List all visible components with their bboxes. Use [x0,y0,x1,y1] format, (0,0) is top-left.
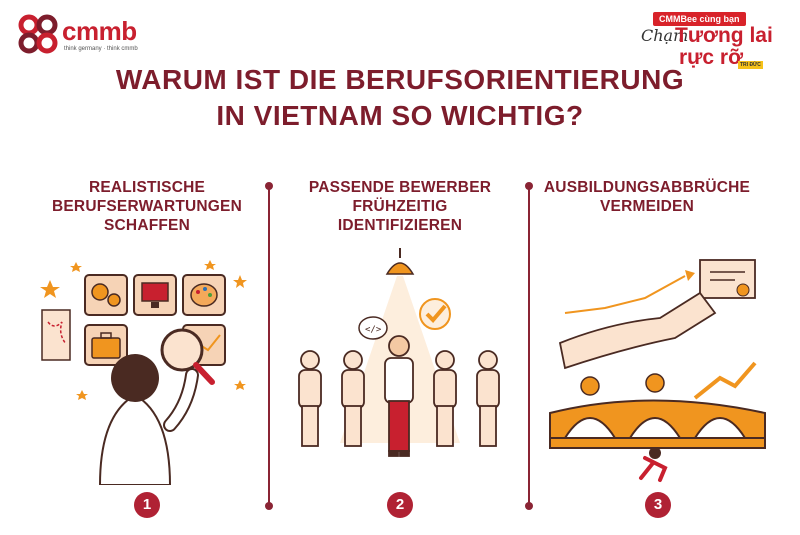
candidate-figures [298,350,500,447]
trend-line [564,275,686,314]
heading-line: BERUFSERWARTUNGEN [52,198,242,215]
magnifier-icon [160,328,215,385]
title-line-1: WARUM IST DIE BERUFSORIENTIERUNG [115,64,685,95]
step-number-3: 3 [645,492,671,518]
arrow-up-icon [558,291,717,370]
heading-line: PASSENDE BEWERBER [308,179,492,196]
step-number-1: 1 [134,492,160,518]
heading-line: SCHAFFEN [104,217,190,234]
column-divider [265,182,273,510]
person-back-illustration [98,354,199,485]
briefcase-icon [91,332,121,359]
column-divider [525,182,533,510]
column-3-heading: AUSBILDUNGSABBRÜCHE VERMEIDEN [532,178,762,216]
campaign-badge: CMMBee cùng bạn Chạm Tương lai rực rỡ TR… [635,12,773,112]
check-circle-icons [580,373,665,396]
badge-line1: Tương lai [675,24,773,47]
certificate-icon [699,259,756,299]
chart-arrow-icon [693,361,757,400]
badge-ribbon: TRI ĐỨC [738,61,763,69]
badge-top: CMMBee cùng bạn [653,12,746,26]
step-number-2: 2 [387,492,413,518]
spotlight-candidates-illustration: </> [298,248,500,457]
heading-line: AUSBILDUNGSABBRÜCHE [543,179,751,196]
svg-text:</>: </> [365,325,382,335]
map-document-icon [41,309,71,361]
cmmb-logo: cmmb think germany · think cmmb [18,14,138,58]
logo-tagline: think germany · think cmmb [64,46,138,52]
bridge-icon [549,399,766,449]
monitor-icon [141,282,169,308]
growth-bridge-illustration [549,259,766,482]
logo-brand: cmmb [62,16,137,46]
selected-candidate-figure [384,335,414,457]
falling-person-icon [639,447,668,482]
heading-line: IDENTIFIZIEREN [337,217,463,234]
column-2-heading: PASSENDE BEWERBER FRÜHZEITIG IDENTIFIZIE… [285,178,515,235]
heading-line: FRÜHZEITIG [352,198,448,215]
code-bubble-icon: </> [358,316,388,340]
star-icons [40,260,247,400]
title-line-2: IN VIETNAM SO WICHTIG? [216,100,584,131]
lamp-icon [385,248,415,275]
palette-icon [190,283,218,307]
page-title: WARUM IST DIE BERUFSORIENTIERUNG IN VIET… [60,62,740,134]
column-1-heading: REALISTISCHE BERUFSERWARTUNGEN SCHAFFEN [32,178,262,235]
logo-mark-icon [18,14,58,54]
career-board-illustration [40,260,247,485]
badge-script: Chạm [641,26,689,45]
checkmark-icon [419,298,451,330]
heading-line: VERMEIDEN [600,198,694,215]
gears-icon [91,283,121,307]
heading-line: REALISTISCHE [88,179,206,196]
badge-line2: rực rỡ [679,46,743,69]
